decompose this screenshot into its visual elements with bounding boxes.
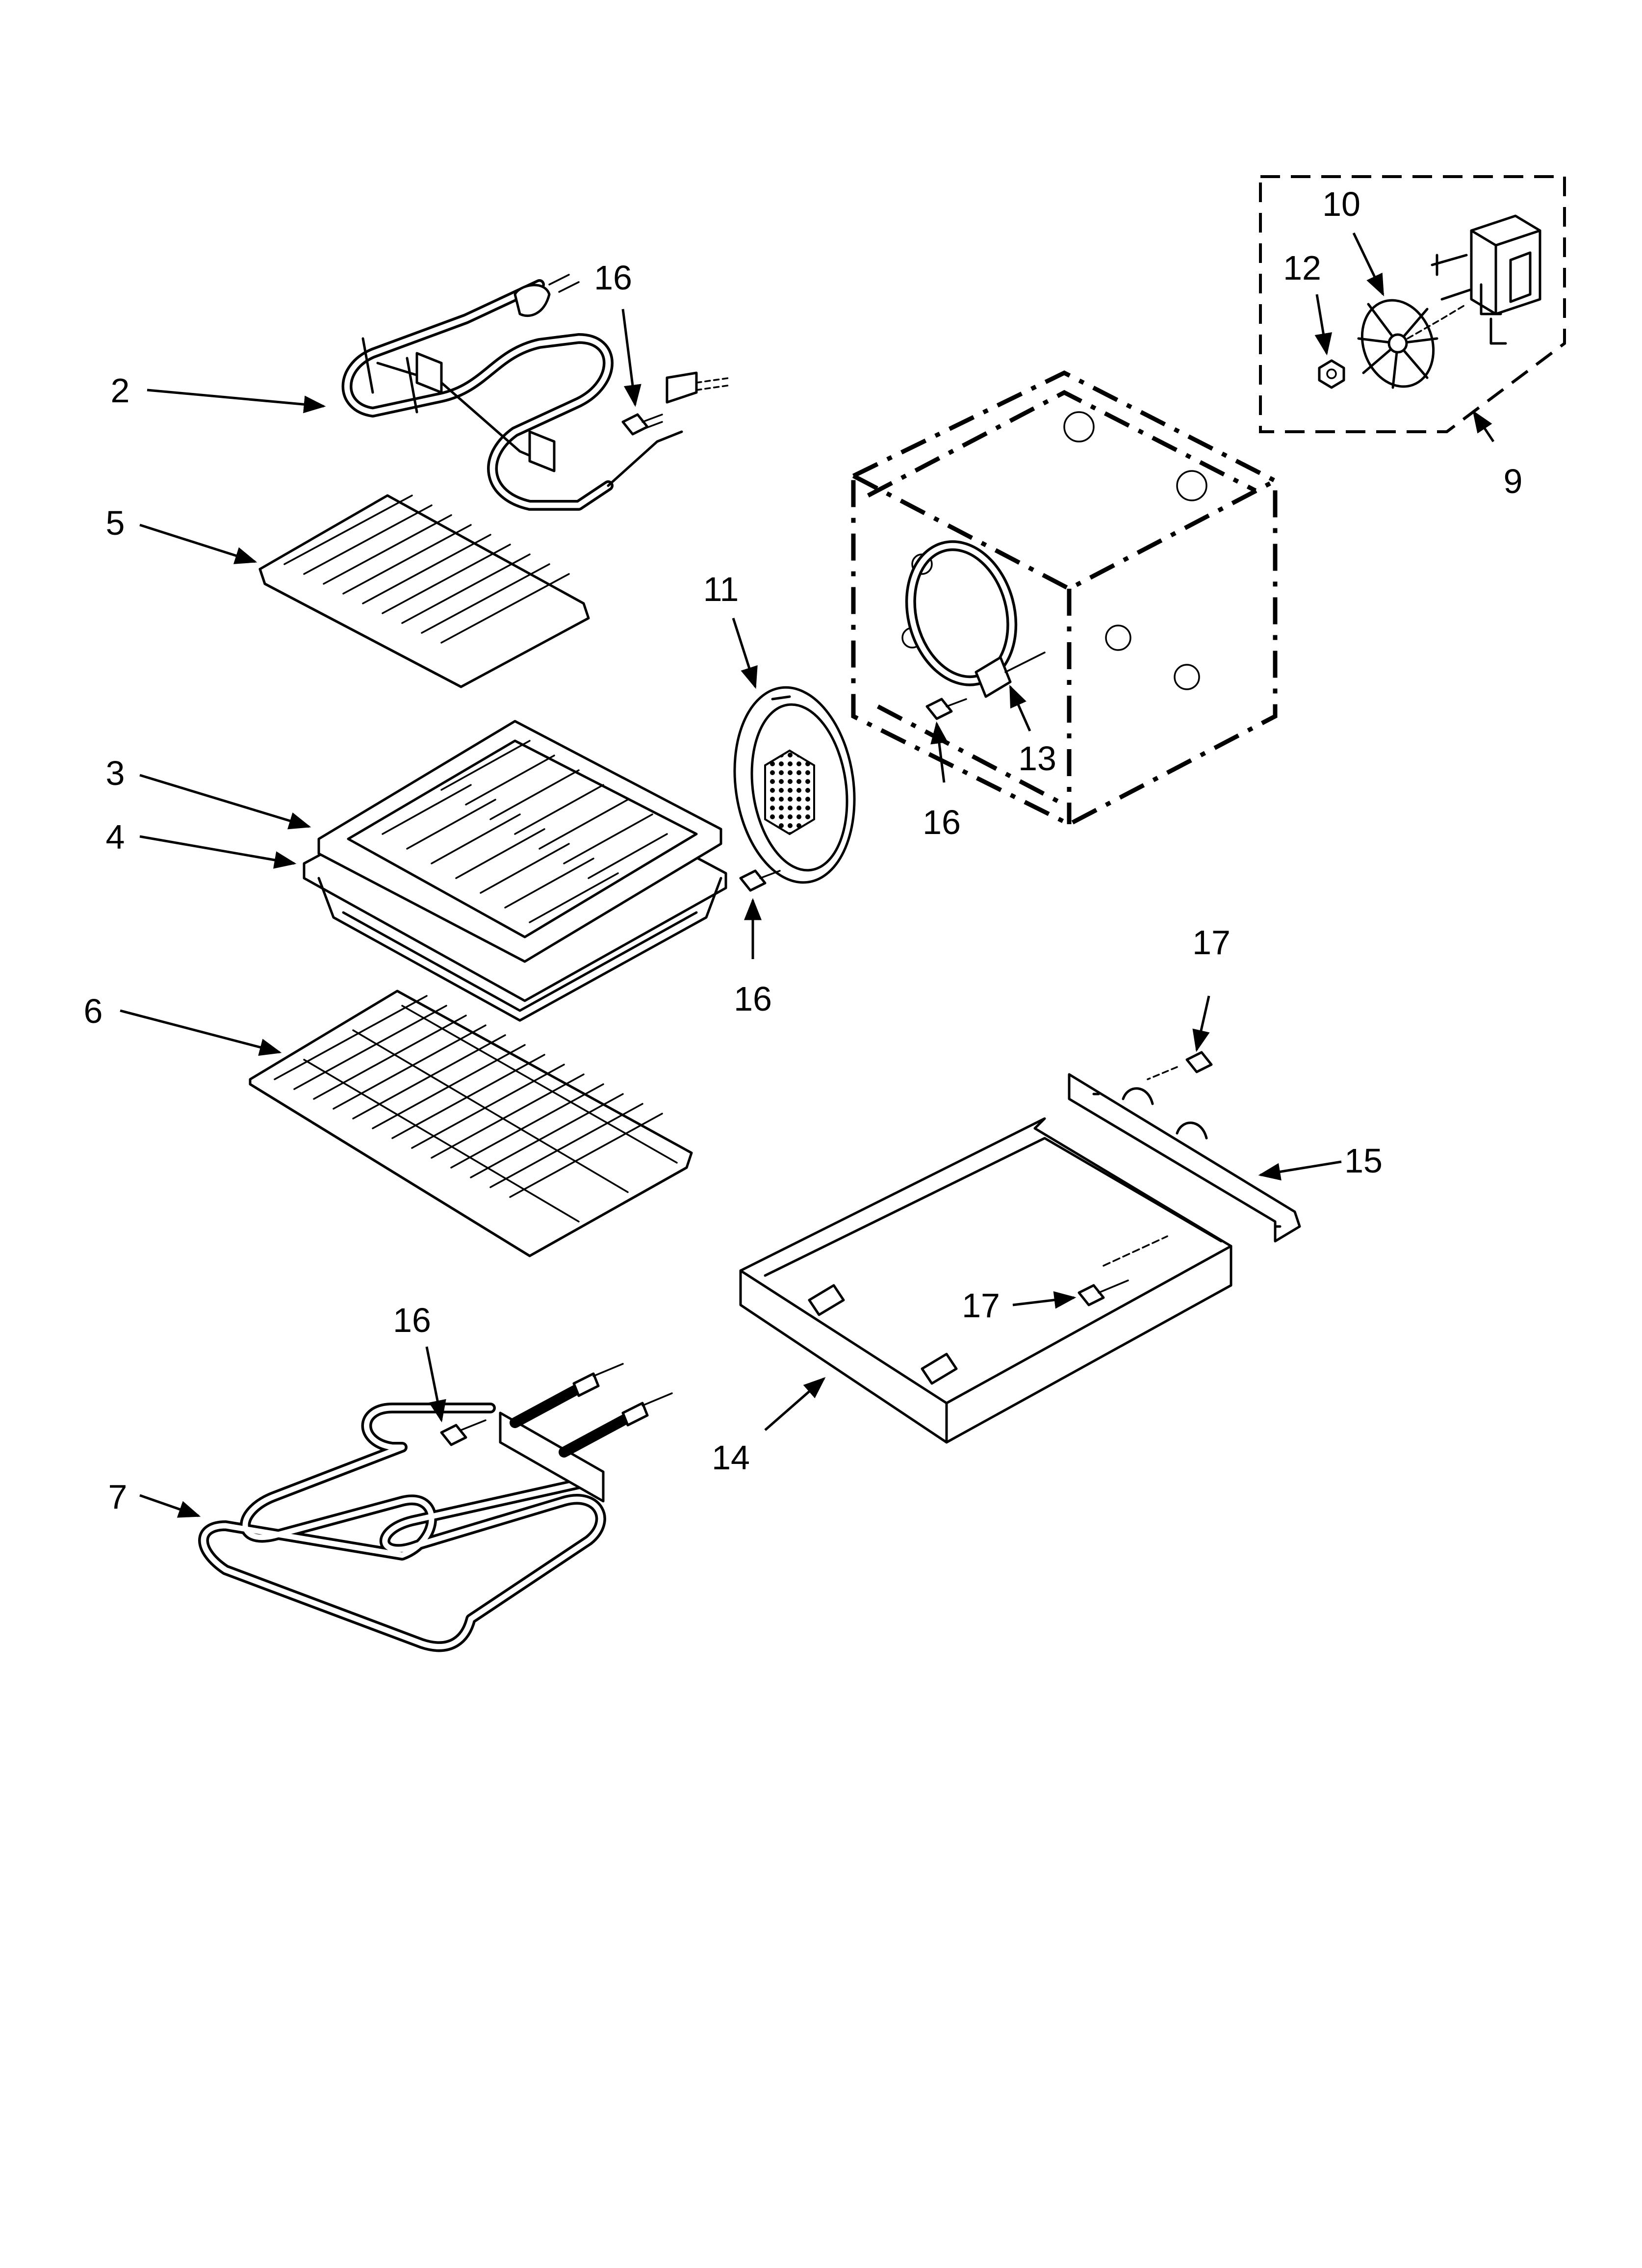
screw-17b [1078,1279,1129,1306]
convection-element-part [905,540,1046,698]
bake-element-part [198,1363,673,1652]
callout-11: 11 [703,570,739,608]
callout-16-cover: 16 [734,980,772,1018]
fan-blade-part [1357,299,1467,389]
fan-motor-assembly [1259,175,1566,433]
lower-panel-part [739,1117,1232,1444]
callout-9: 9 [1504,462,1523,500]
oven-cavity-phantom [851,370,1278,827]
screw-17a [1147,1051,1213,1080]
callout-2: 2 [111,371,130,410]
callout-14: 14 [712,1438,750,1477]
screw-16c [739,869,781,892]
fan-cover-part [733,686,856,884]
callout-16-top: 16 [594,259,632,297]
oven-rack-part [249,990,693,1257]
callout-5: 5 [106,504,125,542]
callout-7: 7 [108,1478,128,1516]
screw-16d [440,1419,487,1446]
bracket-part [1068,1073,1301,1243]
screw-16b [925,698,967,720]
callout-3: 3 [106,754,125,792]
callout-6: 6 [84,992,103,1030]
leader-lines [120,232,1495,1518]
callout-17-bracket: 17 [1192,923,1231,962]
callout-10: 10 [1322,185,1360,223]
broil-pan-grid-part [317,720,722,963]
callout-16-cavity: 16 [923,803,961,841]
callout-16-bake: 16 [393,1301,431,1339]
callout-labels: 2 5 3 4 6 7 16 11 10 12 9 13 16 16 17 15… [84,185,1523,1516]
screw-16a [621,413,663,436]
shield-part [258,494,590,688]
callout-12: 12 [1283,249,1321,287]
callout-17-panel: 17 [962,1286,1000,1325]
callout-13: 13 [1018,739,1056,778]
callout-15: 15 [1344,1142,1383,1180]
callout-4: 4 [106,818,125,856]
broil-element-part [341,274,732,511]
nut-part [1318,359,1345,389]
